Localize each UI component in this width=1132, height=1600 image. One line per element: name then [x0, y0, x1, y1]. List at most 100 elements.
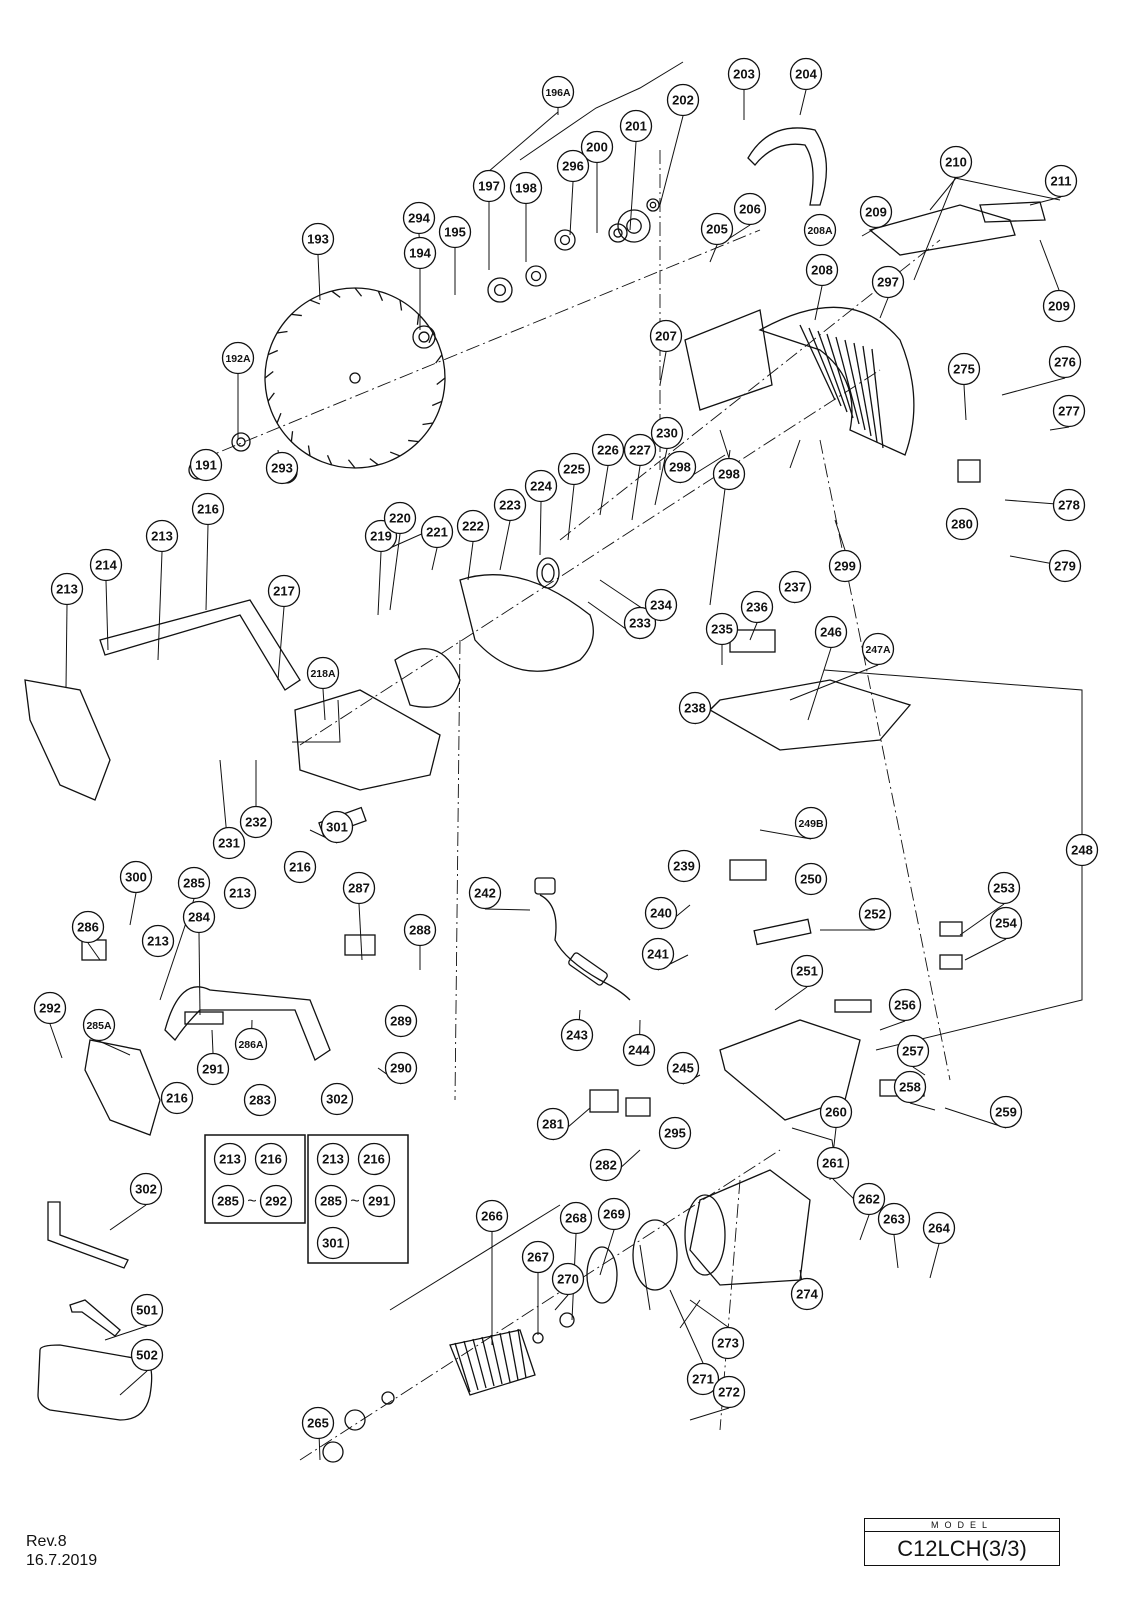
- svg-text:192A: 192A: [225, 353, 251, 365]
- callout-242: 242: [468, 876, 502, 910]
- callout-192A: 192A: [221, 341, 255, 375]
- svg-text:291: 291: [202, 1062, 224, 1077]
- callout-194: 194: [403, 236, 437, 270]
- callout-237: 237: [778, 570, 812, 604]
- callout-288: 288: [403, 913, 437, 947]
- callout-501: 501: [130, 1293, 164, 1327]
- svg-text:216: 216: [197, 502, 219, 517]
- svg-text:259: 259: [995, 1105, 1017, 1120]
- callout-213: 213: [223, 876, 257, 910]
- callout-217: 217: [267, 574, 301, 608]
- svg-text:293: 293: [271, 461, 293, 476]
- svg-text:242: 242: [474, 886, 496, 901]
- callout-198: 198: [509, 171, 543, 205]
- svg-text:234: 234: [650, 598, 672, 613]
- svg-text:294: 294: [408, 211, 430, 226]
- svg-text:232: 232: [245, 815, 267, 830]
- svg-text:248: 248: [1071, 843, 1093, 858]
- callout-221: 221: [420, 515, 454, 549]
- svg-text:285: 285: [217, 1194, 239, 1209]
- svg-text:295: 295: [664, 1126, 686, 1141]
- svg-text:222: 222: [462, 519, 484, 534]
- svg-text:204: 204: [795, 67, 817, 82]
- svg-text:213: 213: [147, 934, 169, 949]
- callout-298: 298: [663, 450, 697, 484]
- svg-text:216: 216: [260, 1152, 282, 1167]
- callout-220: 220: [383, 501, 417, 535]
- revision-date: 16.7.2019: [26, 1552, 98, 1569]
- svg-text:216: 216: [363, 1152, 385, 1167]
- svg-text:267: 267: [527, 1250, 549, 1265]
- svg-text:286A: 286A: [238, 1039, 264, 1051]
- callout-298: 298: [712, 457, 746, 491]
- callout-274: 274: [790, 1277, 824, 1311]
- callout-227: 227: [623, 433, 657, 467]
- callout-239: 239: [667, 849, 701, 883]
- kit-item-216: 216: [254, 1142, 288, 1176]
- callout-290: 290: [384, 1051, 418, 1085]
- svg-text:195: 195: [444, 225, 466, 240]
- svg-text:209: 209: [1048, 299, 1070, 314]
- svg-text:200: 200: [586, 140, 608, 155]
- callout-293: 293: [265, 451, 299, 485]
- callout-267: 267: [521, 1240, 555, 1274]
- svg-text:218A: 218A: [310, 668, 336, 680]
- svg-text:288: 288: [409, 923, 431, 938]
- svg-text:275: 275: [953, 362, 975, 377]
- callout-266: 266: [475, 1199, 509, 1233]
- callout-213: 213: [141, 924, 175, 958]
- svg-text:237: 237: [784, 580, 806, 595]
- callout-294: 294: [402, 201, 436, 235]
- svg-text:254: 254: [995, 916, 1017, 931]
- callout-223: 223: [493, 488, 527, 522]
- callout-272: 272: [712, 1375, 746, 1409]
- svg-text:240: 240: [650, 906, 672, 921]
- callout-206: 206: [733, 192, 767, 226]
- svg-text:213: 213: [219, 1152, 241, 1167]
- callout-209: 209: [1042, 289, 1076, 323]
- svg-text:193: 193: [307, 232, 329, 247]
- callout-273: 273: [711, 1326, 745, 1360]
- callout-213: 213: [145, 519, 179, 553]
- svg-text:207: 207: [655, 329, 677, 344]
- callout-225: 225: [557, 452, 591, 486]
- callout-262: 262: [852, 1182, 886, 1216]
- svg-text:227: 227: [629, 443, 651, 458]
- callout-259: 259: [989, 1095, 1023, 1129]
- svg-text:231: 231: [218, 836, 240, 851]
- svg-text:264: 264: [928, 1221, 950, 1236]
- callout-193: 193: [301, 222, 335, 256]
- kit-item-213: 213: [213, 1142, 247, 1176]
- svg-text:214: 214: [95, 558, 117, 573]
- callout-300: 300: [119, 860, 153, 894]
- callout-234: 234: [644, 588, 678, 622]
- callout-191: 191: [189, 448, 223, 482]
- callout-263: 263: [877, 1202, 911, 1236]
- kit-item-301: 301: [316, 1226, 350, 1260]
- callout-222: 222: [456, 509, 490, 543]
- callout-238: 238: [678, 691, 712, 725]
- svg-text:233: 233: [629, 616, 651, 631]
- callout-249B: 249B: [794, 806, 828, 840]
- callout-208A: 208A: [803, 213, 837, 247]
- callout-243: 243: [560, 1018, 594, 1052]
- svg-text:249B: 249B: [798, 818, 824, 830]
- callout-218A: 218A: [306, 656, 340, 690]
- callout-247A: 247A: [861, 632, 895, 666]
- callout-269: 269: [597, 1197, 631, 1231]
- callout-252: 252: [858, 897, 892, 931]
- svg-text:208A: 208A: [807, 225, 833, 237]
- svg-text:253: 253: [993, 881, 1015, 896]
- callout-213: 213: [50, 572, 84, 606]
- callout-205: 205: [700, 212, 734, 246]
- svg-text:299: 299: [834, 559, 856, 574]
- svg-text:226: 226: [597, 443, 619, 458]
- svg-text:287: 287: [348, 881, 370, 896]
- svg-text:301: 301: [322, 1236, 344, 1251]
- svg-text:257: 257: [902, 1044, 924, 1059]
- svg-text:206: 206: [739, 202, 761, 217]
- callout-208: 208: [805, 253, 839, 287]
- callout-235: 235: [705, 612, 739, 646]
